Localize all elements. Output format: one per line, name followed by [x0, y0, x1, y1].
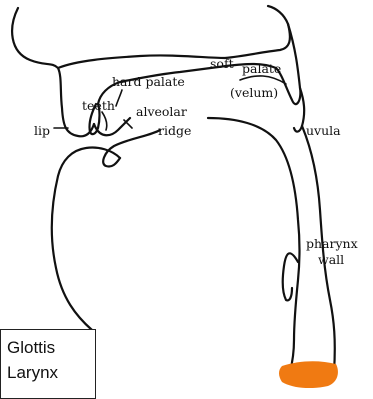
uvula-shape — [294, 88, 304, 132]
glottis-highlight — [279, 361, 338, 388]
label-ridge: ridge — [158, 123, 191, 138]
palate-pointer — [240, 76, 286, 84]
label-teeth: teeth — [82, 98, 115, 113]
tongue-back — [208, 118, 300, 372]
label-velum: (velum) — [230, 85, 278, 100]
label-uvula: uvula — [306, 123, 341, 138]
label-wall: wall — [318, 252, 344, 267]
tongue-outline — [52, 147, 120, 330]
label-palate: palate — [242, 61, 281, 76]
teeth-line-2 — [102, 112, 107, 130]
legend-larynx: Larynx — [7, 360, 95, 385]
label-soft: soft — [210, 56, 234, 71]
legend-box: Glottis Larynx — [0, 329, 96, 399]
label-alveolar: alveolar — [136, 104, 187, 119]
label-hard-palate: hard palate — [112, 74, 185, 89]
hard-palate-pointer — [116, 90, 122, 106]
label-pharynx: pharynx — [306, 236, 358, 251]
legend-glottis: Glottis — [7, 335, 95, 360]
label-lip: lip — [34, 123, 50, 138]
